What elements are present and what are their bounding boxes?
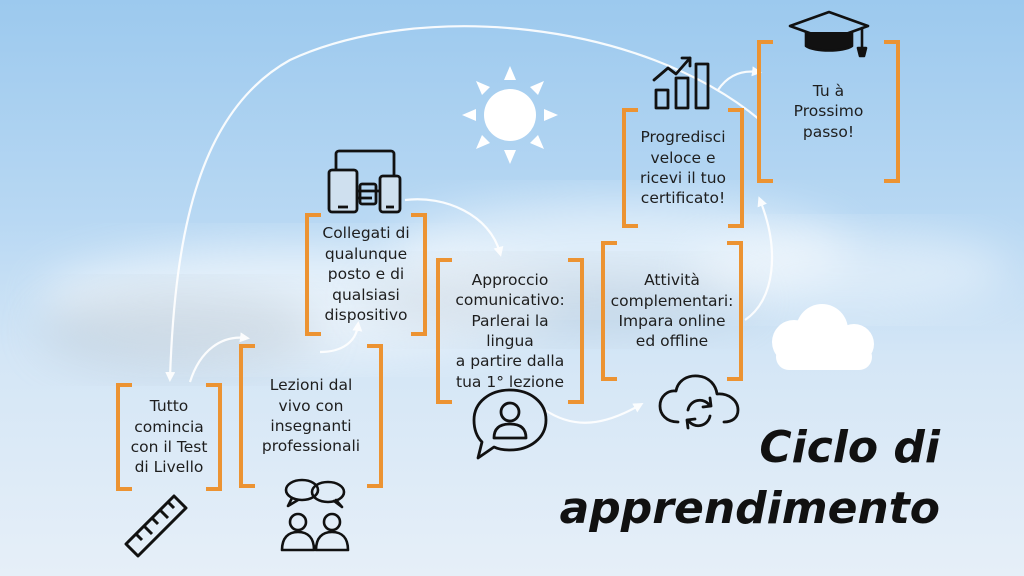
step-3-box: Collegati di qualunque posto e di qualsi…	[305, 213, 427, 336]
sun-icon	[462, 66, 558, 164]
step-3-text: Collegati di qualunque posto e di qualsi…	[322, 224, 410, 325]
ruler-icon	[124, 494, 188, 558]
step-7-text: Tu à Prossimo passo!	[793, 81, 864, 141]
title-line-1: Ciclo di	[759, 422, 940, 473]
step-6-box: Progredisci veloce e ricevi il tuo certi…	[622, 108, 744, 228]
graduation-cap-icon	[788, 10, 870, 58]
step-6-text: Progredisci veloce e ricevi il tuo certi…	[639, 128, 727, 208]
cloud-icon	[772, 304, 874, 370]
step-4-box: Approccio comunicativo: Parlerai la ling…	[436, 258, 584, 404]
step-4-text: Approccio comunicativo: Parlerai la ling…	[455, 270, 565, 391]
step-1-box: Tutto comincia con il Test di Livello	[116, 383, 222, 491]
step-5-box: Attività complementari: Impara online ed…	[601, 241, 743, 381]
step-1-text: Tutto comincia con il Test di Livello	[130, 397, 208, 477]
title-line-2: apprendimento	[559, 482, 940, 534]
speech-person-icon	[472, 388, 548, 460]
cloud-sync-icon	[658, 374, 740, 430]
devices-icon	[327, 149, 402, 214]
growth-chart-icon	[652, 56, 710, 110]
step-7-box: Tu à Prossimo passo!	[757, 40, 900, 183]
step-5-text: Attività complementari: Impara online ed…	[610, 271, 734, 351]
diagram-title: Ciclo di apprendimento	[520, 418, 940, 539]
step-2-text: Lezioni dal vivo con insegnanti professi…	[261, 376, 361, 456]
people-chat-icon	[280, 478, 350, 552]
step-2-box: Lezioni dal vivo con insegnanti professi…	[239, 344, 383, 488]
